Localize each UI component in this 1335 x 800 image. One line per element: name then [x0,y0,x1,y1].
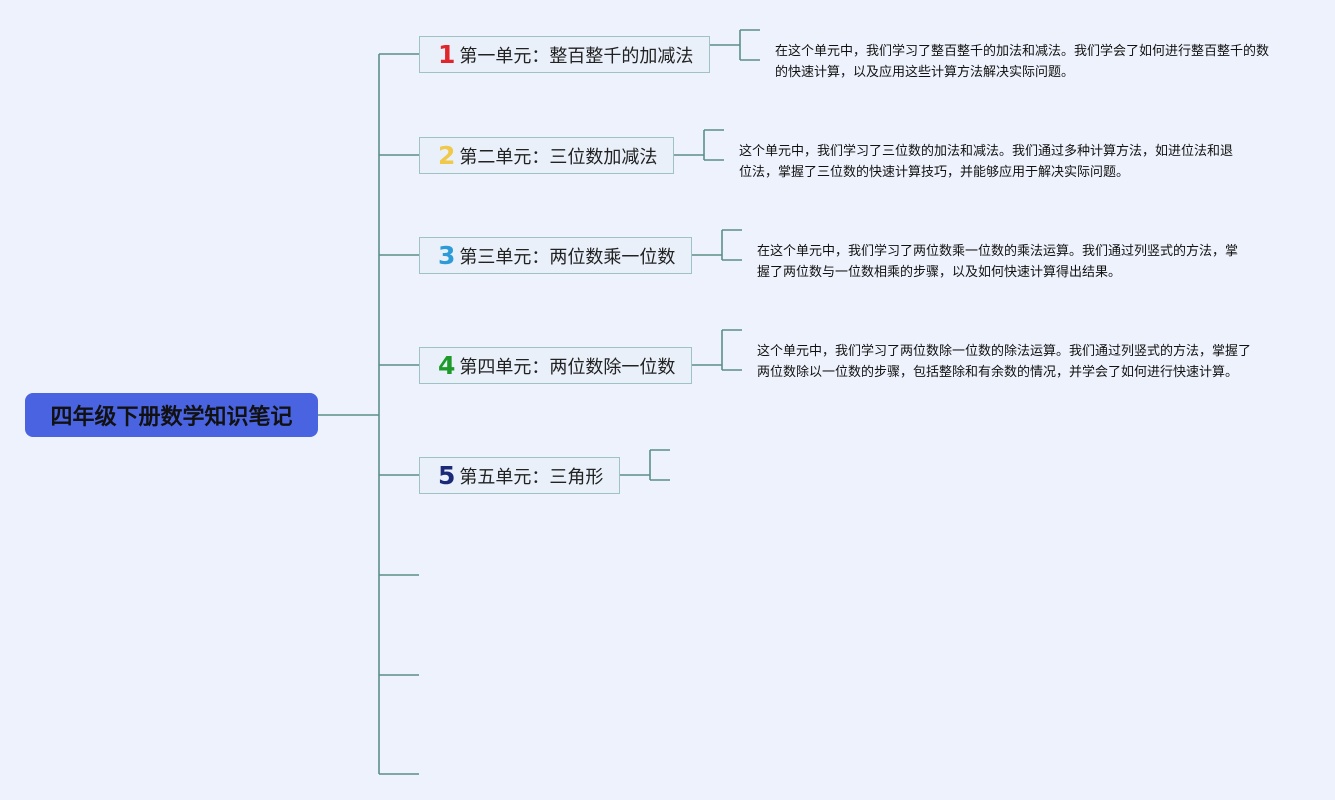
unit-2-number: 2 [438,141,456,170]
unit-1-number: 1 [438,40,456,69]
unit-2-description: 这个单元中，我们学习了三位数的加法和减法。我们通过多种计算方法，如进位法和退位法… [739,144,1234,180]
unit-1-title: 第一单元：整百整千的加减法 [459,45,694,67]
unit-4-number: 4 [438,351,456,380]
unit-1-topic[interactable]: 1 第一单元：整百整千的加减法 [419,36,710,73]
unit-5-topic[interactable]: 5 第五单元：三角形 [419,457,620,494]
unit-1-description: 在这个单元中，我们学习了整百整千的加法和减法。我们学会了如何进行整百整千的数的快… [775,44,1270,80]
unit-4-topic[interactable]: 4 第四单元：两位数除一位数 [419,347,692,384]
unit-3-description: 在这个单元中，我们学习了两位数乘一位数的乘法运算。我们通过列竖式的方法，掌握了两… [757,244,1239,280]
unit-2-title: 第二单元：三位数加减法 [459,146,658,168]
root-topic[interactable]: 四年级下册数学知识笔记 [25,393,318,437]
unit-4-description: 这个单元中，我们学习了两位数除一位数的除法运算。我们通过列竖式的方法，掌握了两位… [757,344,1252,380]
unit-5-number: 5 [438,461,456,490]
unit-2-topic[interactable]: 2 第二单元：三位数加减法 [419,137,674,174]
unit-4-title: 第四单元：两位数除一位数 [459,356,676,378]
unit-5-title: 第五单元：三角形 [459,466,604,488]
root-title: 四年级下册数学知识笔记 [50,405,293,430]
unit-3-topic[interactable]: 3 第三单元：两位数乘一位数 [419,237,692,274]
unit-3-number: 3 [438,241,456,270]
unit-3-title: 第三单元：两位数乘一位数 [459,246,676,268]
